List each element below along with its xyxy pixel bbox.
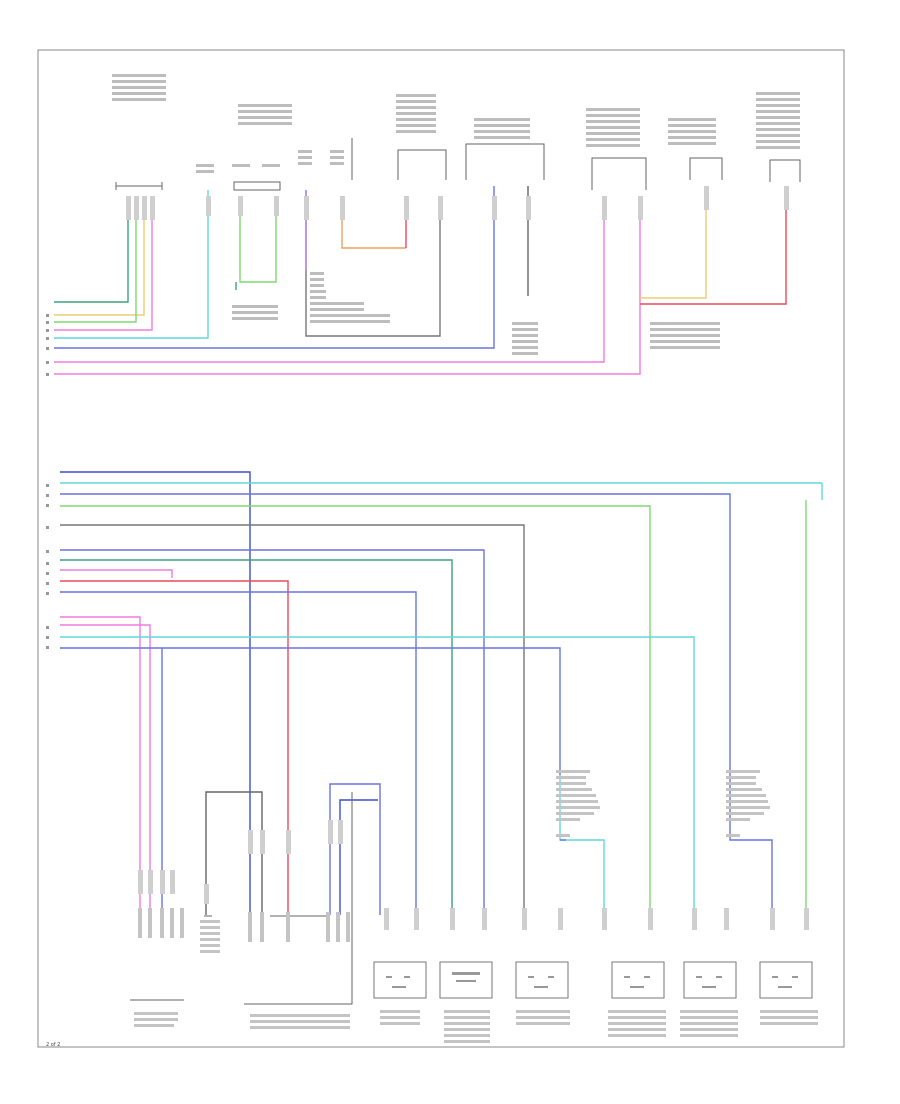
wire-b10-blue — [60, 591, 417, 915]
wire-top-6-blue — [54, 186, 495, 349]
bottom-left-pin-markers — [46, 484, 49, 649]
wire-top-5-cyan — [54, 190, 209, 339]
top-wires — [54, 186, 787, 375]
wire-orange-loop — [341, 196, 406, 249]
wire-b9-red — [60, 580, 289, 915]
wire-splice-a — [239, 196, 277, 283]
wire-b7-dark-green — [60, 559, 453, 915]
wire-module-loop-blue — [329, 783, 381, 915]
bottom-pin-stubs — [138, 820, 809, 930]
top-pin-stubs — [126, 186, 789, 220]
wire-b1-navy — [60, 471, 251, 915]
wire-b4-green — [60, 505, 651, 915]
wire-gray-module — [305, 196, 441, 337]
wire-b6-blue — [60, 549, 485, 915]
connector-glyphs — [386, 972, 798, 988]
wire-red-upper-right — [640, 186, 787, 305]
wire-top-4-pink-a — [54, 196, 153, 331]
page-number: 2 of 2 — [46, 1042, 60, 1048]
wire-top-1-dark-green — [54, 196, 129, 303]
wire-module-loop-blue-2 — [339, 799, 378, 915]
connector-3 — [515, 961, 569, 999]
diagram-frame — [37, 49, 845, 1048]
top-left-pin-markers — [46, 314, 49, 376]
wire-top-3-light-green — [54, 196, 137, 323]
connector-8-bracket — [244, 792, 353, 1005]
top-connector-brackets — [115, 138, 801, 191]
wire-b14-blue — [60, 647, 561, 775]
top-component-labels — [112, 74, 800, 355]
connector-1 — [373, 961, 427, 999]
wire-yellow-upper-right — [640, 186, 707, 299]
wire-b13-cyan — [60, 636, 695, 915]
wire-b3-blue — [60, 493, 731, 775]
wire-top-2-yellow — [54, 196, 145, 316]
wire-b11-pink — [60, 616, 141, 915]
wire-b8-pink — [60, 569, 173, 578]
wire-module-loop-gray — [205, 791, 263, 915]
bottom-wires — [60, 471, 823, 915]
wire-top-8-pink-c — [54, 300, 641, 375]
connector-6 — [759, 961, 813, 999]
bottom-component-labels — [134, 770, 818, 1043]
wire-b12-pink — [60, 624, 151, 915]
connector-4 — [611, 961, 665, 999]
connector-5 — [683, 961, 737, 999]
wire-top-7-pink-b — [54, 196, 605, 363]
wire-b5-gray — [60, 524, 525, 915]
